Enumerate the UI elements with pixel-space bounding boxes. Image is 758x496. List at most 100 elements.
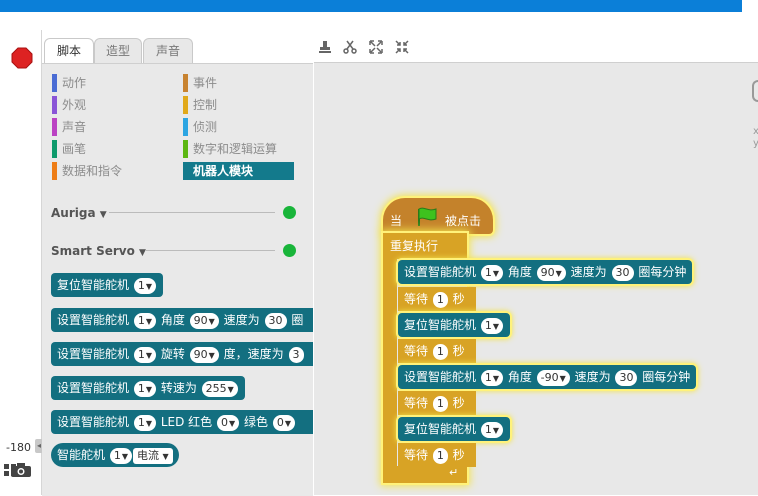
set-servo-led-block[interactable]: 设置智能舵机 1▼ LED 红色 0▼ 绿色 0▼ bbox=[51, 410, 313, 434]
category-label: 声音 bbox=[62, 120, 87, 134]
block-text: 秒 bbox=[452, 396, 465, 410]
set-servo-angle-block[interactable]: 设置智能舵机 1▼ 角度 90▼ 速度为 30 圈每分钟 bbox=[398, 260, 693, 284]
wait-block[interactable]: 等待 1 秒 bbox=[398, 339, 476, 363]
category-robots[interactable]: 机器人模块 bbox=[183, 162, 294, 180]
caret-down-icon: ▼ bbox=[139, 248, 146, 258]
servo-id-dropdown[interactable]: 1▼ bbox=[133, 312, 156, 329]
shrink-icon[interactable] bbox=[395, 40, 409, 54]
servo-id-dropdown[interactable]: 1▼ bbox=[480, 421, 503, 438]
servo-id-dropdown[interactable]: 1▼ bbox=[480, 264, 503, 281]
block-text: 转速为 bbox=[160, 381, 197, 395]
wait-seconds-input[interactable]: 1 bbox=[432, 395, 448, 412]
block-text: 设置智能舵机 bbox=[404, 370, 477, 384]
block-text: 秒 bbox=[452, 448, 465, 462]
collapse-stage-icon[interactable]: ◂ bbox=[35, 439, 43, 453]
category-pen[interactable]: 画笔 bbox=[52, 140, 182, 158]
servo-id-dropdown[interactable]: 1▼ bbox=[480, 369, 503, 386]
block-text: 度，速度为 bbox=[223, 347, 284, 361]
block-text: 圈 bbox=[291, 313, 304, 327]
set-servo-speed-block[interactable]: 设置智能舵机 1▼ 转速为 255▼ bbox=[51, 376, 245, 400]
green-dropdown[interactable]: 0▼ bbox=[272, 414, 295, 431]
servo-id-dropdown[interactable]: 1▼ bbox=[480, 317, 503, 334]
rotate-dropdown[interactable]: 90▼ bbox=[189, 346, 219, 363]
stage-panel bbox=[0, 30, 42, 495]
category-sound[interactable]: 声音 bbox=[52, 118, 182, 136]
reset-servo-block[interactable]: 复位智能舵机 1▼ bbox=[398, 417, 510, 441]
section-auriga[interactable]: Auriga ▼ bbox=[51, 206, 107, 220]
section-label: Smart Servo bbox=[51, 244, 135, 258]
camera-icon[interactable] bbox=[10, 462, 32, 478]
script-area-top bbox=[314, 62, 758, 71]
category-events[interactable]: 事件 bbox=[183, 74, 303, 92]
servo-reporter-block[interactable]: 智能舵机 1▼电流 ▼ bbox=[51, 443, 179, 467]
servo-id-dropdown[interactable]: 1▼ bbox=[133, 277, 156, 294]
forever-label: 重复执行 bbox=[390, 239, 439, 253]
wait-seconds-input[interactable]: 1 bbox=[432, 447, 448, 464]
duplicate-stamp-icon[interactable] bbox=[318, 40, 332, 54]
category-label: 控制 bbox=[193, 98, 218, 112]
reset-servo-block[interactable]: 复位智能舵机 1▼ bbox=[51, 273, 163, 297]
servo-id-dropdown[interactable]: 1▼ bbox=[133, 346, 156, 363]
category-sensing[interactable]: 侦测 bbox=[183, 118, 303, 136]
category-label: 机器人模块 bbox=[193, 164, 254, 178]
tab-scripts[interactable]: 脚本 bbox=[44, 38, 94, 64]
set-servo-angle-block[interactable]: 设置智能舵机 1▼ 角度 -90▼ 速度为 30 圈每分钟 bbox=[398, 365, 697, 389]
tab-sounds[interactable]: 声音 bbox=[143, 38, 193, 63]
category-label: 动作 bbox=[62, 76, 87, 90]
block-text: 当 bbox=[390, 214, 403, 228]
angle-dropdown[interactable]: 90▼ bbox=[536, 264, 566, 281]
servo-id-dropdown[interactable]: 1▼ bbox=[133, 380, 156, 397]
sprite-info-icon[interactable] bbox=[752, 80, 758, 102]
block-text: 旋转 bbox=[160, 347, 185, 361]
speed-input[interactable]: 30 bbox=[615, 369, 638, 386]
wait-block[interactable]: 等待 1 秒 bbox=[398, 287, 476, 311]
category-looks[interactable]: 外观 bbox=[52, 96, 182, 114]
block-text: 速度为 bbox=[223, 313, 260, 327]
block-text: 速度为 bbox=[570, 265, 607, 279]
divider bbox=[109, 212, 275, 213]
wait-block[interactable]: 等待 1 秒 bbox=[398, 443, 476, 467]
measure-dropdown[interactable]: 电流 ▼ bbox=[133, 447, 173, 464]
servo-id-dropdown[interactable]: 1▼ bbox=[109, 447, 132, 464]
red-dropdown[interactable]: 0▼ bbox=[216, 414, 240, 431]
cut-scissors-icon[interactable] bbox=[343, 40, 357, 54]
set-servo-angle-block[interactable]: 设置智能舵机 1▼ 角度 90▼ 速度为 30 圈 bbox=[51, 308, 313, 332]
when-flag-clicked-hat[interactable]: 当 被点击 bbox=[383, 198, 493, 234]
grow-icon[interactable] bbox=[369, 40, 383, 54]
set-servo-rotate-block[interactable]: 设置智能舵机 1▼ 旋转 90▼ 度，速度为 3 bbox=[51, 342, 313, 366]
block-text: 设置智能舵机 bbox=[57, 347, 130, 361]
category-data[interactable]: 数据和指令 bbox=[52, 162, 182, 180]
wait-block[interactable]: 等待 1 秒 bbox=[398, 391, 476, 415]
block-text: 圈每分钟 bbox=[642, 370, 691, 384]
category-operators[interactable]: 数字和逻辑运算 bbox=[183, 140, 303, 158]
speed-dropdown[interactable]: 255▼ bbox=[201, 380, 238, 397]
block-text: 设置智能舵机 bbox=[57, 381, 130, 395]
category-motion[interactable]: 动作 bbox=[52, 74, 182, 92]
wait-seconds-input[interactable]: 1 bbox=[432, 291, 448, 308]
caret-down-icon: ▼ bbox=[99, 210, 107, 220]
block-text: 角度 bbox=[507, 265, 532, 279]
block-text: 复位智能舵机 bbox=[404, 422, 477, 436]
wait-seconds-input[interactable]: 1 bbox=[432, 343, 448, 360]
stop-icon[interactable] bbox=[11, 47, 33, 69]
speed-input[interactable]: 30 bbox=[264, 312, 287, 329]
block-text: 被点击 bbox=[445, 214, 482, 228]
servo-id-dropdown[interactable]: 1▼ bbox=[133, 414, 156, 431]
angle-dropdown[interactable]: 90▼ bbox=[189, 312, 219, 329]
loop-arrow-icon: ↵ bbox=[449, 466, 459, 479]
angle-dropdown[interactable]: -90▼ bbox=[536, 369, 570, 386]
tab-costumes[interactable]: 造型 bbox=[94, 38, 142, 63]
category-label: 画笔 bbox=[62, 142, 87, 156]
divider bbox=[145, 250, 275, 251]
category-label: 侦测 bbox=[193, 120, 218, 134]
stage-x-coordinate: -180 bbox=[6, 441, 31, 454]
speed-input[interactable]: 30 bbox=[611, 264, 634, 281]
speed-input[interactable]: 3 bbox=[288, 346, 304, 363]
block-text: 智能舵机 bbox=[57, 448, 106, 462]
block-text: 圈每分钟 bbox=[638, 265, 687, 279]
reset-servo-block[interactable]: 复位智能舵机 1▼ bbox=[398, 313, 510, 337]
section-smart-servo[interactable]: Smart Servo ▼ bbox=[51, 244, 146, 258]
block-text: 角度 bbox=[507, 370, 532, 384]
category-control[interactable]: 控制 bbox=[183, 96, 303, 114]
